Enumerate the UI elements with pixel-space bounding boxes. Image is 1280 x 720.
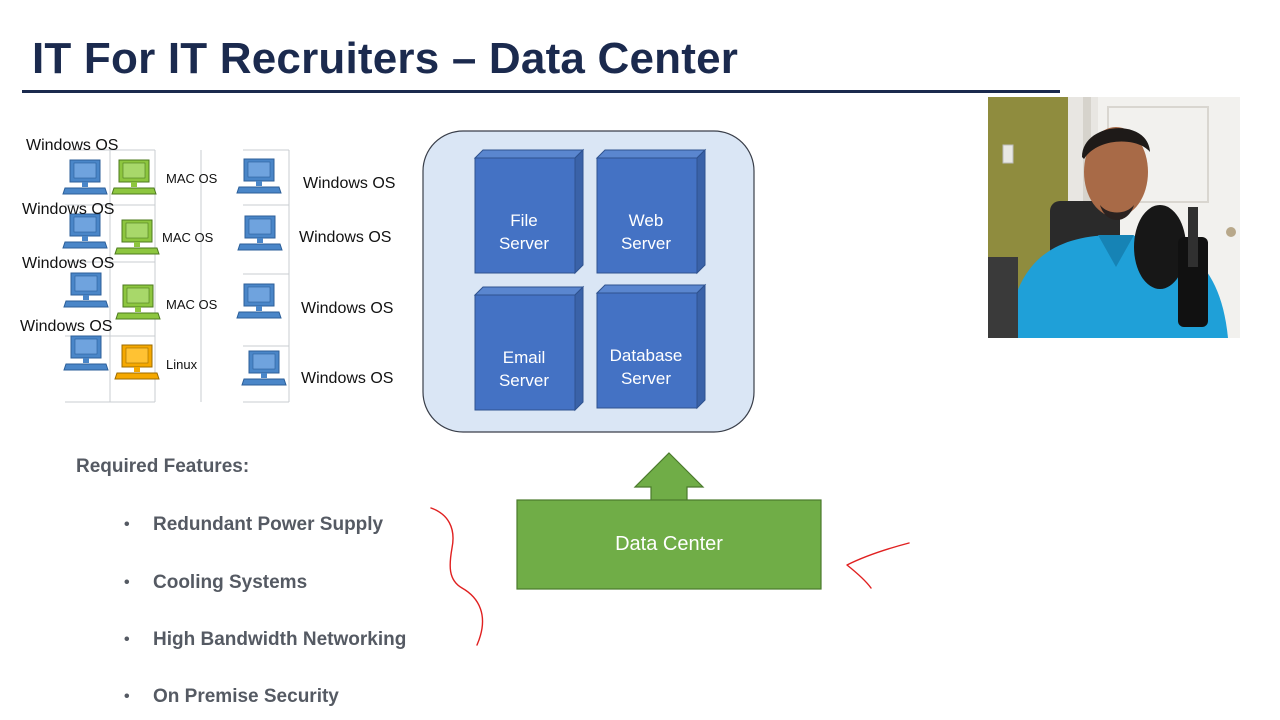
os-label: Windows OS <box>301 300 394 317</box>
os-label: Windows OS <box>301 370 394 387</box>
title-underline <box>22 90 1060 93</box>
server-label: Server <box>621 369 671 388</box>
computer-icon <box>237 215 283 251</box>
computer-icon <box>236 158 282 194</box>
os-label: MAC OS <box>166 171 218 186</box>
computer-icon <box>114 219 160 255</box>
computer-icon <box>62 213 108 249</box>
data-center-label: Data Center <box>615 533 723 555</box>
server-label: Server <box>621 234 671 253</box>
up-arrow-icon <box>633 452 705 502</box>
server-label: Email <box>503 348 546 367</box>
computer-icon <box>114 344 160 380</box>
os-label: MAC OS <box>166 297 218 312</box>
os-label: MAC OS <box>162 230 214 245</box>
os-label: Windows OS <box>22 201 115 218</box>
computer-icon <box>236 283 282 319</box>
bullet-icon: • <box>124 688 130 705</box>
brace-annotation-icon <box>430 507 484 646</box>
bullet-icon: • <box>124 631 130 648</box>
os-label: Windows OS <box>303 175 396 192</box>
feature-item: • High Bandwidth Networking <box>124 629 406 651</box>
arrow-annotation-icon <box>846 542 910 589</box>
feature-item: • On Premise Security <box>124 686 339 708</box>
feature-label: On Premise Security <box>153 686 339 707</box>
server-label: File <box>510 211 537 230</box>
bullet-icon: • <box>124 516 130 533</box>
data-center-box <box>516 499 822 590</box>
computer-icon <box>111 159 157 195</box>
server-label: Server <box>499 371 549 390</box>
os-label: Windows OS <box>26 137 119 154</box>
server-label: Web <box>629 211 664 230</box>
computer-icon <box>63 272 109 308</box>
os-label: Windows OS <box>299 229 392 246</box>
bullet-icon: • <box>124 574 130 591</box>
feature-label: Cooling Systems <box>153 572 308 593</box>
os-label: Windows OS <box>22 255 115 272</box>
computer-icon <box>62 159 108 195</box>
computer-icon <box>115 284 161 320</box>
server-label: Database <box>610 346 683 365</box>
feature-label: High Bandwidth Networking <box>153 629 407 650</box>
features-heading: Required Features: <box>76 456 250 477</box>
page-title: IT For IT Recruiters – Data Center <box>32 34 739 83</box>
os-label: Windows OS <box>20 318 113 335</box>
computer-icon <box>241 350 287 386</box>
computer-icon <box>63 335 109 371</box>
os-label: Linux <box>166 357 198 372</box>
feature-label: Redundant Power Supply <box>153 514 384 535</box>
presenter-webcam <box>988 97 1240 338</box>
feature-item: • Redundant Power Supply <box>124 514 383 536</box>
feature-item: • Cooling Systems <box>124 572 307 594</box>
server-label: Server <box>499 234 549 253</box>
